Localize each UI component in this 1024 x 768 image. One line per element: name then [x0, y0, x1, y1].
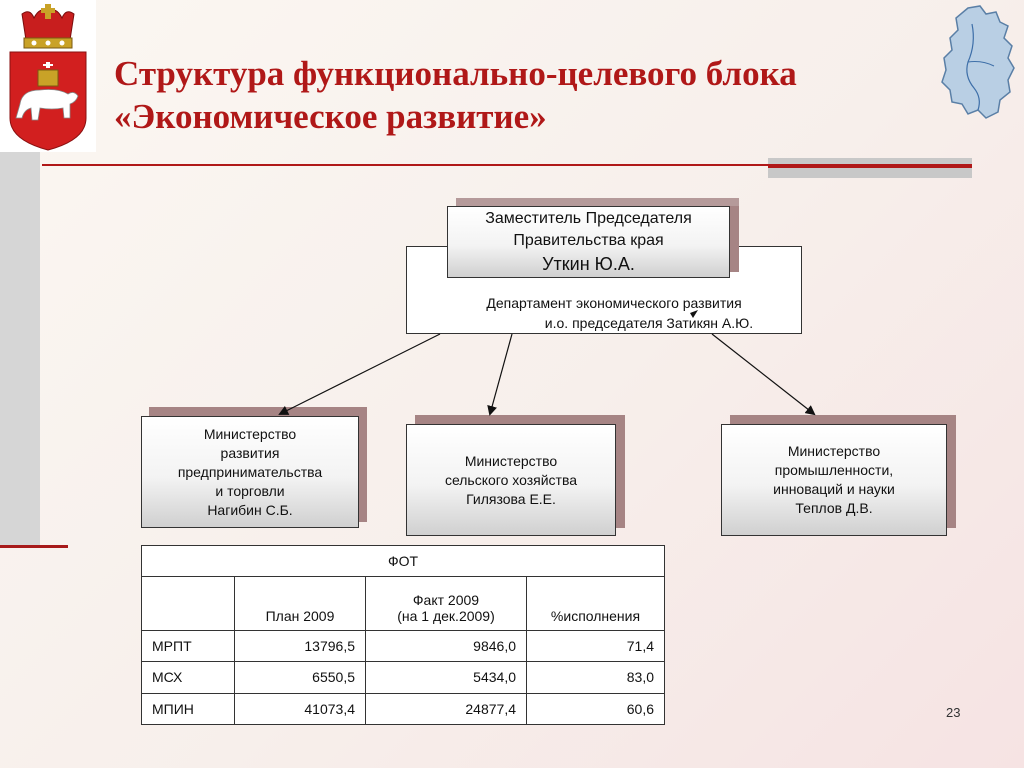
cell-fact: 24877,4 — [365, 692, 527, 726]
table-title-row: ФОТ — [141, 545, 665, 577]
cell-plan: 41073,4 — [234, 692, 366, 726]
deputy-name: Уткин Ю.А. — [542, 254, 635, 274]
deputy-line1: Заместитель Председателя — [485, 210, 692, 227]
table-title: ФОТ — [141, 545, 665, 577]
ministry-3-line: промышленности, — [774, 462, 894, 478]
cell-percent: 83,0 — [526, 661, 665, 694]
row-label: МСХ — [141, 661, 235, 694]
ministry-1-line: развития — [220, 444, 280, 461]
region-map-image — [938, 4, 1018, 122]
row-label: МРПТ — [141, 629, 235, 663]
ministry-3-box: Министерство промышленности, инноваций и… — [721, 424, 947, 536]
cell-percent: 71,4 — [526, 629, 665, 663]
department-head: и.о. председателя Затикян А.Ю. — [544, 315, 754, 331]
ministry-3-head: Теплов Д.В. — [795, 500, 873, 516]
title-rule-red — [768, 166, 972, 168]
table-row: МРПТ 13796,5 9846,0 71,4 — [141, 629, 665, 663]
coat-of-arms-emblem — [0, 0, 96, 152]
title-rule — [42, 164, 972, 166]
cell-plan: 6550,5 — [234, 661, 366, 694]
table-row: МПИН 41073,4 24877,4 60,6 — [141, 692, 665, 726]
ministry-2-line: Министерство — [464, 452, 558, 469]
arrow-to-ministry-1 — [278, 333, 441, 415]
header-fact-line2: (на 1 дек.2009) — [397, 608, 495, 624]
department-name: Департамент экономического развития — [486, 295, 742, 311]
table-header-row: План 2009 Факт 2009 (на 1 дек.2009) %исп… — [141, 576, 665, 631]
table-row: МСХ 6550,5 5434,0 83,0 — [141, 661, 665, 694]
ministry-1-head: Нагибин С.Б. — [207, 501, 293, 518]
fot-table: ФОТ План 2009 Факт 2009 (на 1 дек.2009) … — [141, 545, 665, 726]
left-decor-bar — [0, 150, 40, 545]
header-cell-plan: План 2009 — [234, 576, 366, 631]
ministry-3-line: Министерство — [787, 443, 881, 459]
slide-title-line2: «Экономическое развитие» — [114, 97, 547, 136]
crown-bear-shield-icon — [9, 4, 87, 151]
header-cell-empty — [141, 576, 235, 631]
title-rule-accent — [768, 158, 972, 178]
slide-title: Структура функционально-целевого блока «… — [114, 52, 914, 138]
ministry-1-box: Министерство развития предпринимательств… — [141, 416, 359, 528]
header-cell-fact: Факт 2009 (на 1 дек.2009) — [365, 576, 527, 631]
slide-title-line1: Структура функционально-целевого блока — [114, 54, 797, 93]
deputy-line2: Правительства края — [513, 232, 664, 249]
deputy-box: Заместитель Председателя Правительства к… — [447, 206, 730, 278]
arrow-to-ministry-2 — [487, 333, 513, 416]
perm-krai-map-icon — [941, 5, 1015, 119]
cell-percent: 60,6 — [526, 692, 665, 726]
row-label: МПИН — [141, 692, 235, 726]
page-number: 23 — [946, 705, 961, 720]
cell-fact: 9846,0 — [365, 629, 527, 663]
ministry-1-line: предпринимательства — [177, 463, 323, 480]
header-fact-line1: Факт 2009 — [412, 592, 480, 608]
ministry-3-line: инноваций и науки — [773, 481, 895, 497]
cell-plan: 13796,5 — [234, 629, 366, 663]
arrow-to-ministry-3 — [711, 333, 816, 416]
ministry-2-box: Министерство сельского хозяйства Гилязов… — [406, 424, 616, 536]
header-cell-percent: %исполнения — [526, 576, 665, 631]
cell-fact: 5434,0 — [365, 661, 527, 694]
left-decor-red-line — [0, 545, 68, 548]
ministry-2-head: Гилязова Е.Е. — [466, 490, 556, 507]
ministry-1-line: Министерство — [203, 425, 297, 442]
ministry-1-line: и торговли — [215, 482, 285, 499]
ministry-2-line: сельского хозяйства — [444, 471, 578, 488]
